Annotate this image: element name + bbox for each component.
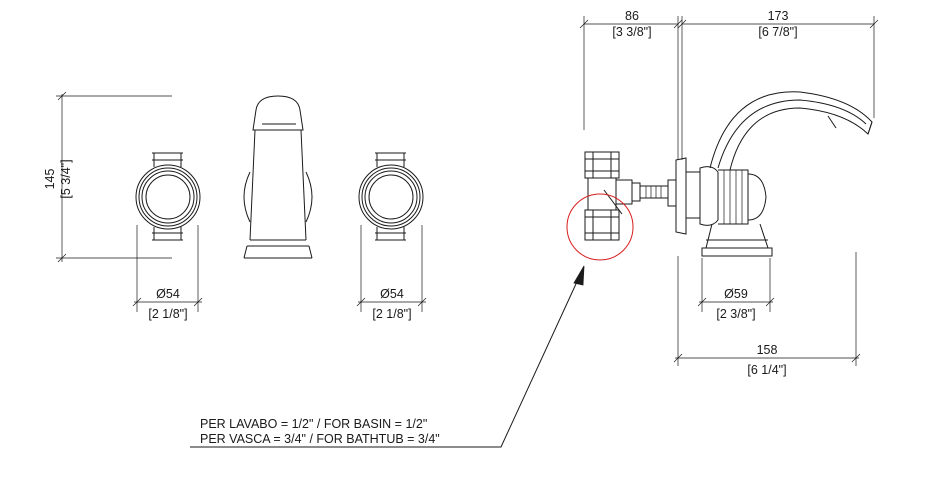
note-line-2: PER VASCA = 3/4" / FOR BATHTUB = 3/4"	[200, 432, 440, 446]
spout-reach-dimension: 173 [6 7/8"]	[677, 9, 879, 160]
height-dimension: 145 [5 3/4"]	[43, 91, 172, 263]
connection-note: PER LAVABO = 1/2" / FOR BASIN = 1/2" PER…	[190, 265, 585, 448]
right-handle	[358, 152, 424, 241]
overall-depth-dimension: 158 [6 1/4"]	[673, 252, 861, 377]
base-diameter-inch: [2 3/8"]	[716, 307, 755, 321]
base-diameter-mm: Ø59	[724, 287, 748, 301]
left-diameter-mm: Ø54	[156, 287, 180, 301]
side-view: 86 [3 3/8"] 173 [6 7/8"] Ø59 [2 3/8"] 15…	[566, 9, 879, 377]
right-diameter-mm: Ø54	[380, 287, 404, 301]
right-diameter-inch: [2 1/8"]	[372, 307, 411, 321]
height-inch: [5 3/4"]	[59, 159, 73, 198]
connection-highlight-circle	[566, 193, 634, 261]
left-diameter-inch: [2 1/8"]	[148, 307, 187, 321]
front-view: 145 [5 3/4"] Ø54 [2 1/8"] Ø54 [2 1/8"]	[43, 91, 427, 321]
left-handle	[135, 152, 201, 241]
spout-side	[709, 91, 873, 171]
spout-front	[243, 95, 313, 259]
faucet-side-body	[667, 157, 767, 235]
note-line-1: PER LAVABO = 1/2" / FOR BASIN = 1/2"	[200, 417, 427, 431]
right-diameter-dimension: Ø54 [2 1/8"]	[356, 225, 427, 321]
overall-depth-mm: 158	[757, 343, 778, 357]
spout-reach-inch: [6 7/8"]	[758, 25, 797, 39]
height-mm: 145	[43, 169, 57, 190]
connector-depth-inch: [3 3/8"]	[612, 25, 651, 39]
connector-depth-dimension: 86 [3 3/8"]	[579, 9, 683, 160]
left-diameter-dimension: Ø54 [2 1/8"]	[132, 225, 203, 321]
connector-depth-mm: 86	[625, 9, 639, 23]
spout-reach-mm: 173	[768, 9, 789, 23]
t-connector	[584, 151, 669, 241]
overall-depth-inch: [6 1/4"]	[747, 363, 786, 377]
base-diameter-dimension: Ø59 [2 3/8"]	[697, 258, 775, 321]
base-side	[701, 223, 773, 257]
